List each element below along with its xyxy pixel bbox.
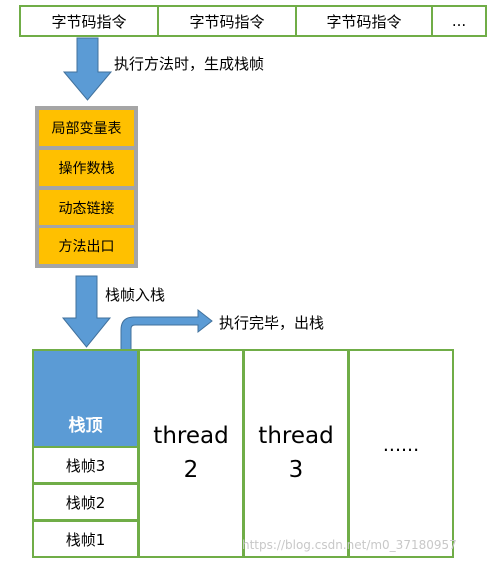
stack-top-label: 栈顶 xyxy=(68,416,103,436)
stack-frame-label: 栈帧3 xyxy=(65,456,106,475)
thread-label: thread xyxy=(258,423,334,450)
bytecode-label: 字节码指令 xyxy=(189,12,265,31)
frame-part-dynamic-link: 动态链接 xyxy=(37,188,136,227)
thread-number: 3 xyxy=(288,456,304,483)
down-arrow-icon xyxy=(62,37,113,101)
frame-part-label: 局部变量表 xyxy=(51,121,122,137)
frame-part-label: 操作数栈 xyxy=(58,161,115,177)
stack-frame-1: 栈帧1 xyxy=(32,520,139,558)
thread-label: thread xyxy=(153,423,229,450)
stack-frame-label: 栈帧2 xyxy=(65,493,106,512)
frame-part-operand-stack: 操作数栈 xyxy=(37,148,136,188)
bytecode-label: 字节码指令 xyxy=(326,12,402,31)
frame-part-label: 动态链接 xyxy=(58,200,115,217)
stack-frame-label: 栈帧1 xyxy=(65,530,106,549)
pop-label: 执行完毕，出栈 xyxy=(219,314,325,332)
stack-frame-3: 栈帧3 xyxy=(32,446,139,484)
thread-ellipsis: ...... xyxy=(382,433,420,456)
frame-part-label: 方法出口 xyxy=(58,239,115,255)
watermark: https://blog.csdn.net/m0_37180957 xyxy=(242,538,457,552)
thread-2-box: thread 2 xyxy=(138,349,244,558)
stack-top: 栈顶 xyxy=(34,351,137,446)
frame-part-local-variables: 局部变量表 xyxy=(37,108,136,148)
bytecode-cell-ellipsis: ... xyxy=(431,5,487,37)
bytecode-label: 字节码指令 xyxy=(51,12,127,31)
thread-3-box: thread 3 xyxy=(243,349,349,558)
bytecode-label: ... xyxy=(451,12,467,30)
create-frame-label: 执行方法时，生成栈帧 xyxy=(114,55,265,73)
thread-more-box: ...... xyxy=(348,349,454,558)
stack-frame-2: 栈帧2 xyxy=(32,483,139,521)
thread-number: 2 xyxy=(183,456,199,483)
frame-part-return-address: 方法出口 xyxy=(37,226,136,266)
bent-right-arrow-icon xyxy=(120,308,213,353)
push-label: 栈帧入栈 xyxy=(105,286,166,304)
down-arrow-icon xyxy=(61,275,112,348)
